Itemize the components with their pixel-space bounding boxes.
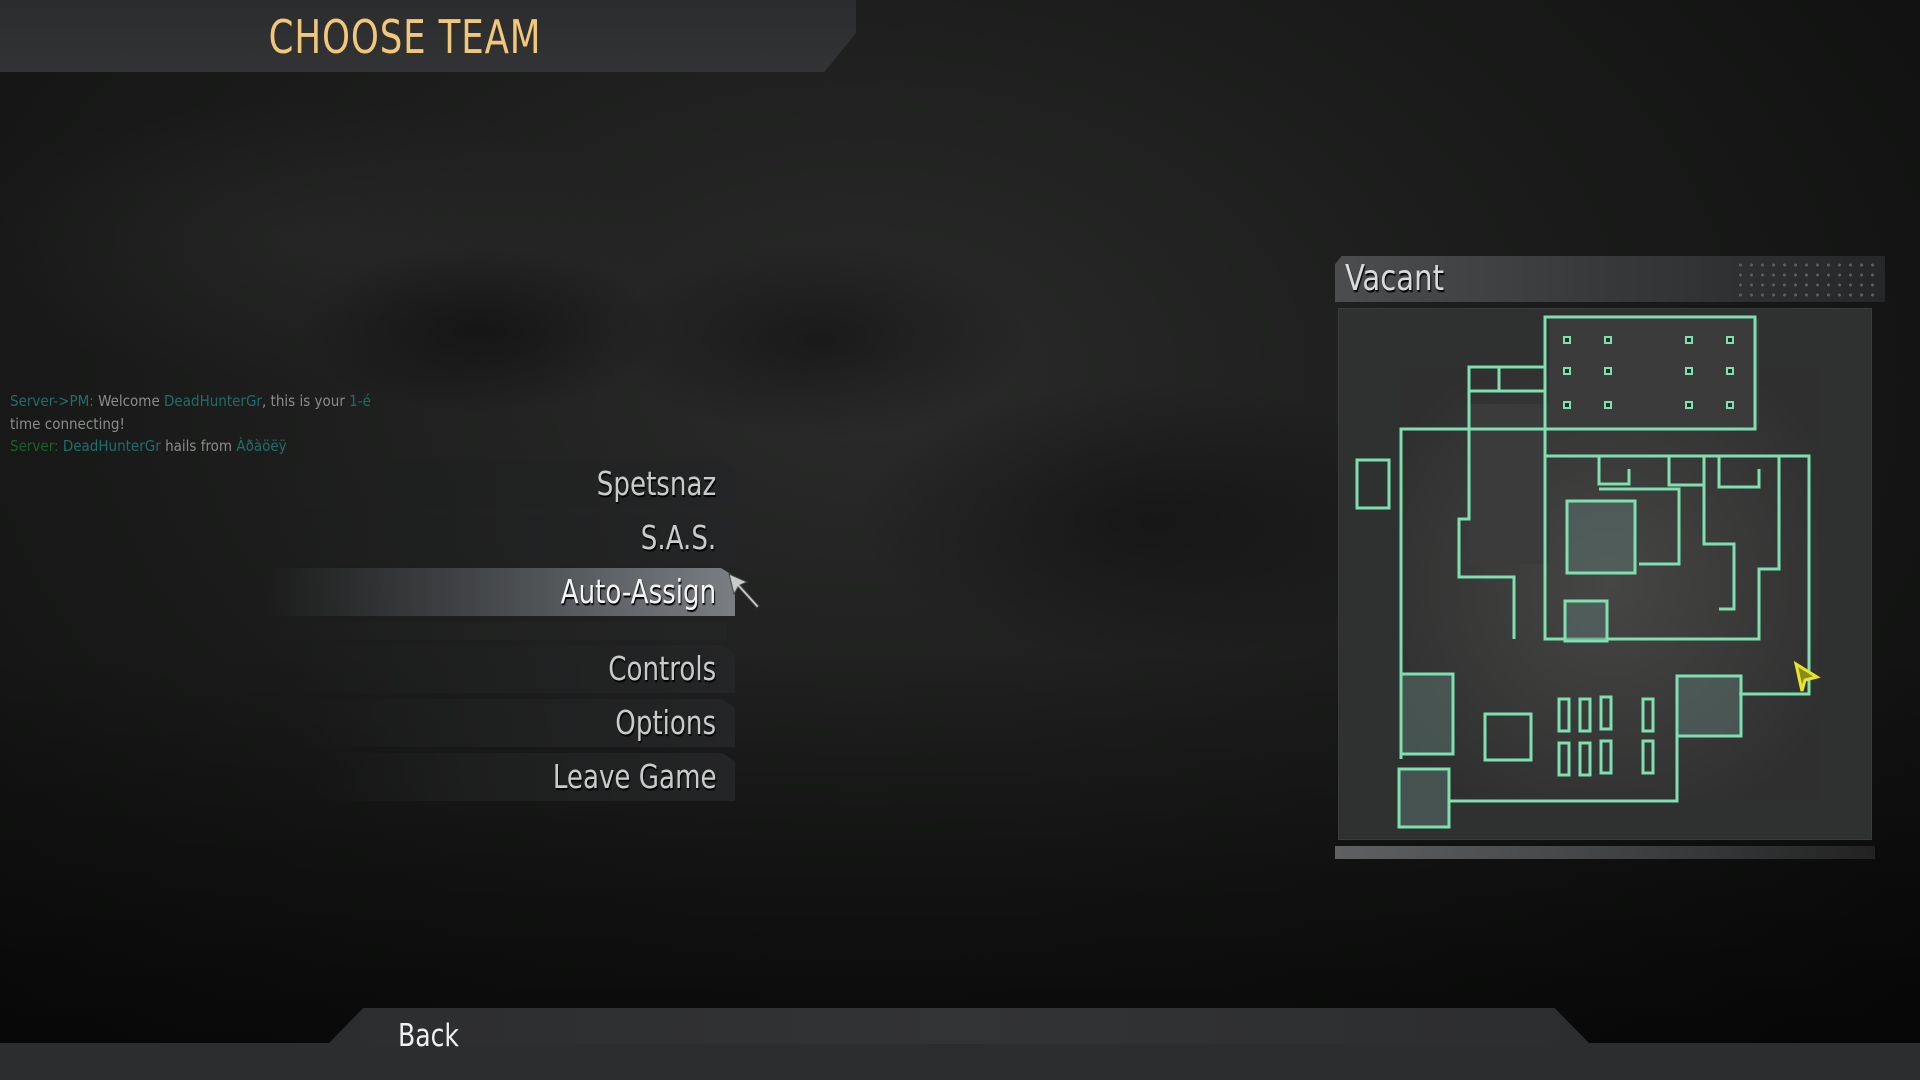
controls-button[interactable]: Controls bbox=[295, 645, 735, 693]
chat-text: , this is your bbox=[261, 392, 350, 410]
chat-line: time connecting! bbox=[10, 413, 430, 436]
chat-line: Server->PM: Welcome DeadHunterGr, this i… bbox=[10, 390, 430, 413]
chat-text: time connecting! bbox=[10, 414, 125, 433]
chat-count: 1-é bbox=[349, 392, 371, 410]
chat-prefix: Server->PM: bbox=[10, 392, 94, 410]
button-label: S.A.S. bbox=[641, 518, 717, 557]
dot-pattern-decoration bbox=[1735, 260, 1875, 298]
chat-player-name: DeadHunterGr bbox=[164, 392, 262, 410]
chat-prefix: Server: bbox=[10, 437, 59, 455]
chat-text: hails from bbox=[160, 437, 237, 455]
team-spetsnaz-button[interactable]: Spetsnaz bbox=[265, 460, 735, 508]
options-button[interactable]: Options bbox=[295, 699, 735, 747]
chat-location: Àðàöëÿ bbox=[236, 437, 287, 455]
menu-divider bbox=[267, 622, 727, 640]
map-name: Vacant bbox=[1345, 258, 1445, 299]
auto-assign-button[interactable]: Auto-Assign bbox=[265, 568, 735, 616]
page-title: CHOOSE TEAM bbox=[268, 10, 542, 64]
back-button[interactable]: Back bbox=[398, 1018, 459, 1054]
minimap bbox=[1338, 308, 1872, 840]
chat-text: Welcome bbox=[93, 392, 165, 410]
button-label: Leave Game bbox=[552, 757, 717, 796]
title-bar: CHOOSE TEAM bbox=[0, 0, 856, 72]
map-header: Vacant bbox=[1335, 256, 1885, 302]
map-footer-bar bbox=[1335, 846, 1875, 859]
map-layout-icon bbox=[1339, 309, 1871, 839]
team-sas-button[interactable]: S.A.S. bbox=[265, 514, 735, 562]
mouse-cursor-icon bbox=[728, 573, 760, 609]
player-marker-icon bbox=[1793, 660, 1821, 692]
chat-player-name: DeadHunterGr bbox=[62, 437, 161, 455]
footer-tab bbox=[328, 1008, 1590, 1044]
button-label: Controls bbox=[608, 649, 717, 688]
button-label: Auto-Assign bbox=[561, 572, 717, 611]
chat-log: Server->PM: Welcome DeadHunterGr, this i… bbox=[10, 390, 430, 458]
button-label: Spetsnaz bbox=[597, 464, 717, 503]
button-label: Options bbox=[615, 703, 717, 742]
leave-game-button[interactable]: Leave Game bbox=[315, 753, 735, 801]
footer-bar bbox=[0, 1043, 1920, 1080]
chat-line: Server: DeadHunterGr hails from Àðàöëÿ bbox=[10, 435, 430, 458]
